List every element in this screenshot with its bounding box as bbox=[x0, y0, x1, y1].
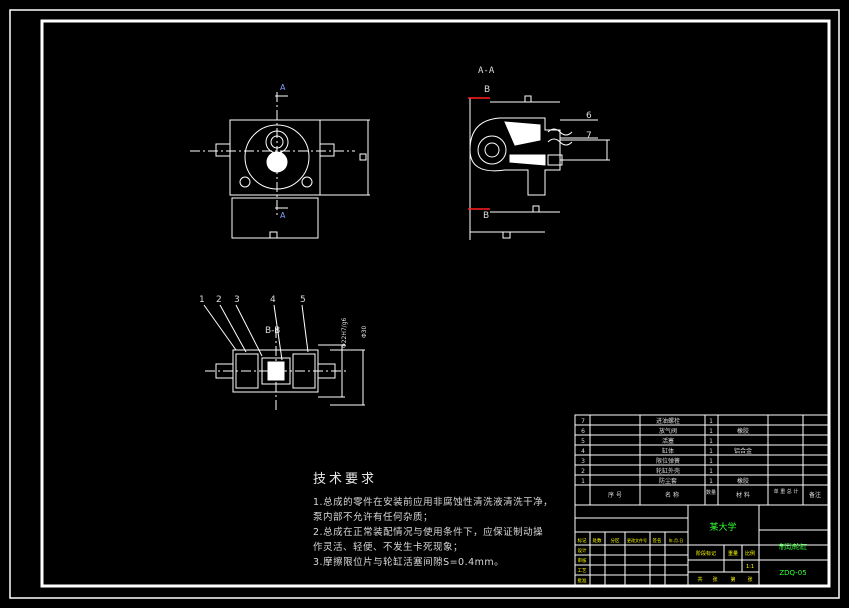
bom-header-note: 备注 bbox=[809, 491, 821, 499]
bom-material-4: 铝合金 bbox=[734, 447, 752, 455]
sheet-index-prefix: 第 bbox=[730, 576, 735, 583]
section-mark-b-bottom: B bbox=[483, 211, 489, 221]
section-aa-view bbox=[469, 95, 610, 240]
role-design: 设计 bbox=[578, 547, 587, 554]
callout-6: 6 bbox=[586, 111, 592, 121]
inner-frame bbox=[40, 19, 831, 588]
tech-line-1: 1.总成的零件在安装前应用非腐蚀性清洗液清洗干净， bbox=[313, 497, 554, 508]
sheet-total-suffix: 张 bbox=[712, 576, 717, 583]
bom-header-weight: 单 重 总 计 bbox=[774, 488, 799, 495]
bom-qty-4: 1 bbox=[709, 448, 713, 455]
sig-label-date: 年.月.日 bbox=[669, 537, 684, 543]
sig-label-zone: 分区 bbox=[611, 537, 620, 544]
technical-requirements: 技术要求 1.总成的零件在安装前应用非腐蚀性清洗液清洗干净， 泵内部不允许有任何… bbox=[313, 468, 553, 570]
section-bb-label: B-B bbox=[265, 326, 280, 336]
bom-table: 进油螺栓 放气阀 活塞 缸体 限位弹簧 轮缸外壳 防尘套 橡胶 铝合金 橡胶 7… bbox=[581, 417, 821, 499]
sheet-total-prefix: 共 bbox=[697, 576, 702, 583]
sig-label-count: 处数 bbox=[593, 537, 602, 544]
sig-label-change: 更改文件号 bbox=[627, 537, 647, 543]
scale-label: 比例 bbox=[745, 550, 755, 557]
section-mark-b-top: B bbox=[484, 85, 490, 95]
callout-3: 3 bbox=[234, 295, 240, 305]
bom-qty-7: 1 bbox=[709, 418, 713, 425]
callout-5: 5 bbox=[300, 295, 306, 305]
callout-4: 4 bbox=[270, 295, 276, 305]
bom-no-5: 5 bbox=[581, 438, 585, 445]
weight-label: 重量 bbox=[728, 550, 738, 557]
bom-no-1: 1 bbox=[581, 478, 585, 485]
tech-line-3: 2.总成在正常装配情况与使用条件下，应保证制动操 bbox=[313, 527, 544, 538]
role-approve: 批准 bbox=[578, 577, 587, 584]
bom-header-qty: 数量 bbox=[706, 489, 716, 496]
stage-label: 阶段标记 bbox=[696, 550, 716, 557]
bom-material-1: 橡胶 bbox=[737, 477, 749, 485]
bom-name-2: 轮缸外壳 bbox=[656, 467, 680, 475]
dim-dia-fit: Φ22H7/g6 bbox=[341, 317, 348, 348]
bom-name-6: 放气阀 bbox=[659, 427, 677, 435]
callout-7: 7 bbox=[586, 131, 592, 141]
tech-line-5: 3.摩擦限位片与轮缸活塞间隙S=0.4mm。 bbox=[313, 557, 505, 568]
bom-name-7: 进油螺栓 bbox=[656, 417, 680, 425]
tech-title: 技术要求 bbox=[313, 472, 378, 487]
callout-2: 2 bbox=[216, 295, 222, 305]
bom-qty-1: 1 bbox=[709, 478, 713, 485]
bom-header-name: 名 称 bbox=[665, 491, 679, 499]
bom-no-7: 7 bbox=[581, 418, 585, 425]
tech-line-2: 泵内部不允许有任何杂质； bbox=[313, 512, 434, 523]
bom-qty-3: 1 bbox=[709, 458, 713, 465]
bom-qty-6: 1 bbox=[709, 428, 713, 435]
sig-label-mark: 标记 bbox=[578, 537, 587, 544]
dim-dia-30: Φ30 bbox=[361, 325, 368, 338]
section-mark-a-top: A bbox=[280, 83, 286, 92]
bom-header-no: 序 号 bbox=[608, 491, 622, 499]
outer-frame bbox=[9, 9, 840, 599]
bom-material-6: 橡胶 bbox=[737, 427, 749, 435]
bom-name-5: 活塞 bbox=[662, 437, 674, 445]
bom-qty-5: 1 bbox=[709, 438, 713, 445]
scale-value: 1:1 bbox=[746, 564, 754, 570]
bom-name-3: 限位弹簧 bbox=[656, 457, 680, 465]
drawing-name: 制动轮缸 bbox=[779, 542, 807, 551]
bom-header-material: 材 料 bbox=[736, 491, 750, 499]
bom-no-4: 4 bbox=[581, 448, 585, 455]
front-view bbox=[190, 92, 370, 239]
section-mark-a-bottom: A bbox=[280, 211, 286, 220]
bom-no-6: 6 bbox=[581, 428, 585, 435]
title-block bbox=[574, 414, 829, 586]
section-aa-label: A-A bbox=[478, 66, 495, 76]
bom-qty-2: 1 bbox=[709, 468, 713, 475]
callout-1: 1 bbox=[199, 295, 205, 305]
title-block-text: 某大学 制动轮缸 ZDQ-05 阶段标记 重量 比例 1:1 共 张 第 张 标… bbox=[578, 521, 808, 584]
bom-name-4: 缸体 bbox=[662, 447, 674, 455]
role-process: 工艺 bbox=[578, 568, 587, 574]
sheet-index-suffix: 张 bbox=[747, 576, 752, 583]
bom-no-2: 2 bbox=[581, 468, 585, 475]
tech-line-4: 作灵活、轻便、不发生卡死现象； bbox=[313, 542, 464, 553]
bom-name-1: 防尘套 bbox=[659, 477, 677, 485]
school-name: 某大学 bbox=[709, 521, 736, 533]
section-bb-view bbox=[203, 304, 365, 410]
drawing-number: ZDQ-05 bbox=[779, 569, 806, 577]
sig-label-sign: 签名 bbox=[653, 537, 662, 544]
role-review: 审核 bbox=[578, 557, 587, 564]
bom-no-3: 3 bbox=[581, 458, 585, 465]
